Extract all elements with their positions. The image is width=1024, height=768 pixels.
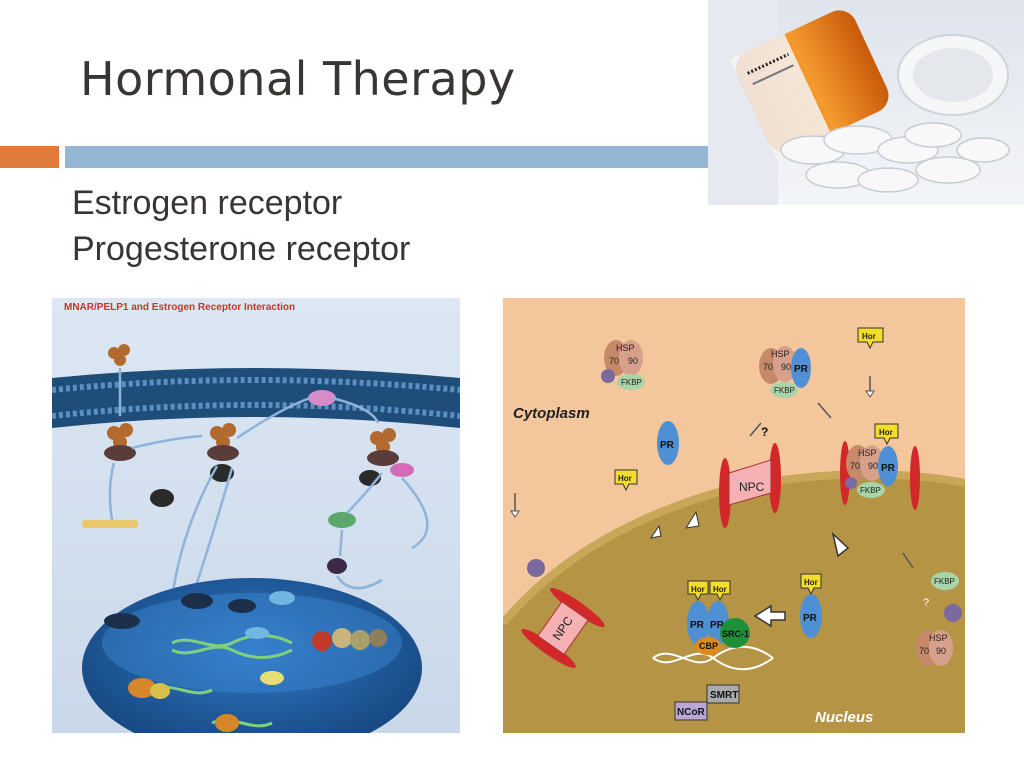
svg-text:Hor: Hor <box>879 428 893 437</box>
hsp-complex-2: HSP 70 90 <box>916 630 953 666</box>
svg-text:PR: PR <box>690 620 705 631</box>
hsp-pr-complex: HSP 70 90 PR FKBP <box>759 346 811 398</box>
nuclear-pore-complex-top: NPC <box>719 443 781 528</box>
svg-text:PR: PR <box>710 620 725 631</box>
corepressor-boxes: SMRT NCoR <box>674 684 740 721</box>
svg-text:HSP: HSP <box>771 349 790 359</box>
svg-text:SMRT: SMRT <box>710 690 738 701</box>
svg-text:Hor: Hor <box>691 585 705 594</box>
svg-text:?: ? <box>923 597 929 609</box>
svg-text:PR: PR <box>794 364 809 375</box>
subtitle-estrogen: Estrogen receptor <box>72 184 343 222</box>
svg-text:Hor: Hor <box>804 578 818 587</box>
nucleus-label: Nucleus <box>815 709 873 726</box>
svg-text:NCoR: NCoR <box>677 707 706 718</box>
accent-bar-blue <box>65 146 710 168</box>
svg-text:FKBP: FKBP <box>934 577 955 586</box>
svg-text:90: 90 <box>868 461 878 471</box>
mnar-diagram-title: MNAR/PELP1 and Estrogen Receptor Interac… <box>64 302 295 313</box>
svg-text:70: 70 <box>850 461 860 471</box>
svg-text:?: ? <box>761 425 768 439</box>
svg-text:SRC-1: SRC-1 <box>722 629 749 639</box>
mnar-pelp1-diagram: MNAR/PELP1 and Estrogen Receptor Interac… <box>51 298 461 758</box>
progesterone-receptor-diagram: Cytoplasm Nucleus HSP 70 90 FKBP HSP 70 … <box>499 298 966 733</box>
svg-text:HSP: HSP <box>858 448 877 458</box>
pr-hormone-bound: Hor PR <box>800 573 822 638</box>
svg-text:90: 90 <box>936 646 946 656</box>
svg-text:70: 70 <box>609 356 619 366</box>
hormone-flag-top: Hor <box>857 327 884 398</box>
svg-text:FKBP: FKBP <box>621 378 642 387</box>
svg-text:PR: PR <box>881 463 896 474</box>
svg-text:FKBP: FKBP <box>774 386 795 395</box>
cytoplasm-label: Cytoplasm <box>513 405 590 422</box>
svg-text:CBP: CBP <box>699 641 718 651</box>
slide-title: Hormonal Therapy <box>80 52 516 106</box>
svg-text:70: 70 <box>763 362 773 372</box>
svg-text:90: 90 <box>781 362 791 372</box>
hsp-text: HSP <box>616 343 635 353</box>
npc-label-top: NPC <box>739 480 765 494</box>
accent-bar-orange <box>0 146 59 168</box>
nuclear-pore-complex-left: NPC <box>521 587 605 669</box>
hormone-flag-mid: Hor <box>614 469 638 492</box>
pill-bottle-photo <box>708 0 1024 205</box>
subtitle-progesterone: Progesterone receptor <box>72 230 411 268</box>
svg-text:90: 90 <box>628 356 638 366</box>
membrane-receptor-complex: Hor HSP 70 90 PR FKBP <box>840 423 920 510</box>
svg-text:Hor: Hor <box>618 474 632 483</box>
svg-text:HSP: HSP <box>929 633 948 643</box>
pr-dimer-on-dna: Hor Hor PR PR CBP SRC-1 <box>652 580 774 671</box>
svg-text:PR: PR <box>803 613 818 624</box>
hsp-complex-1: HSP 70 90 FKBP <box>601 340 645 390</box>
pr-free: PR <box>657 421 679 465</box>
svg-text:Hor: Hor <box>862 332 876 341</box>
svg-text:FKBP: FKBP <box>860 486 881 495</box>
svg-text:Hor: Hor <box>713 585 727 594</box>
svg-text:PR: PR <box>660 440 675 451</box>
svg-text:70: 70 <box>919 646 929 656</box>
